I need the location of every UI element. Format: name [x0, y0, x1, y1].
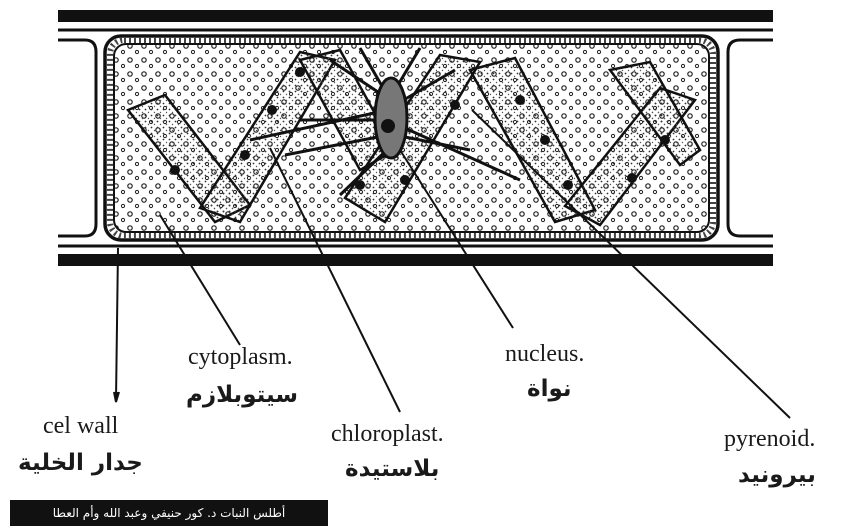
source-credit-banner: أطلس النبات د. كور حنيفي وعبد الله وأم ا… [10, 500, 328, 526]
pyrenoid-label: pyrenoid. [724, 427, 815, 451]
nucleus-label: nucleus. [505, 342, 584, 366]
cytoplasm-label: cytoplasm. [188, 345, 293, 369]
nucleus-arabic-label: نواة [527, 378, 572, 401]
cytoplasm-arabic-label: سيتوبلازم [186, 384, 298, 407]
chloroplast-label: chloroplast. [331, 422, 444, 446]
cell-wall-arabic-label: جدار الخلية [18, 452, 143, 475]
chloroplast-arabic-label: بلاستيدة [345, 458, 439, 481]
cell-wall-label: cel wall [43, 414, 118, 438]
pyrenoid-arabic-label: بيرونيد [738, 464, 816, 487]
